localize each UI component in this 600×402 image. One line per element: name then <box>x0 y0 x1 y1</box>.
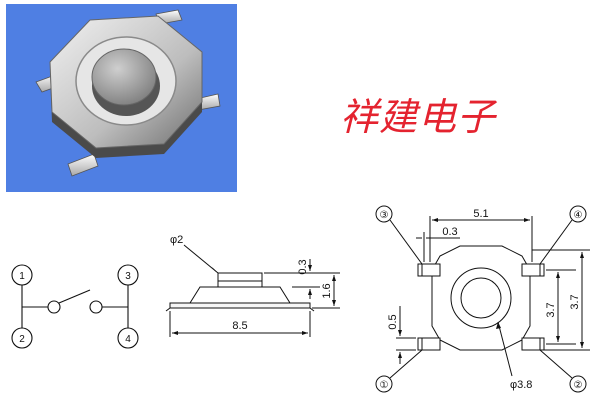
top-body-outline <box>431 245 531 351</box>
pin-marker <box>569 375 587 393</box>
top-view-drawing: 5.1 0.3 0.5 3.7 3.7 φ3.8 ③ ④ ① ② <box>375 205 590 393</box>
pin-pitch-label: 5.1 <box>473 208 488 220</box>
side-view-drawing: φ2 8.5 0.3 1.6 <box>165 234 340 337</box>
button-inner-circle <box>460 277 502 319</box>
width-label: 8.5 <box>232 320 247 332</box>
pin-marker <box>375 375 393 393</box>
product-photo <box>6 4 237 192</box>
switch-button <box>91 48 157 106</box>
cap-height-label: 0.3 <box>297 259 309 274</box>
body-height-label-2: 3.7 <box>569 294 581 309</box>
cap-diameter-label: φ2 <box>170 234 183 246</box>
lead-pad <box>417 263 441 277</box>
pin-marker <box>569 205 587 223</box>
lead-pad <box>521 263 545 277</box>
pin-label-4: ④ <box>574 210 583 221</box>
switch-lever <box>58 289 91 304</box>
lead-pad <box>417 337 441 351</box>
pin-marker <box>375 205 393 223</box>
contact-circle <box>47 300 61 314</box>
lead-pad <box>521 337 545 351</box>
pin-label-3: 3 <box>125 271 131 282</box>
pin-label-2: 2 <box>19 334 25 345</box>
pin-label-1: ① <box>380 380 389 391</box>
tact-switch-render <box>35 9 221 177</box>
lead-width-label: 0.3 <box>442 226 457 238</box>
button-outer-circle <box>450 267 512 329</box>
pin-label-4: 4 <box>125 334 131 345</box>
pin-label-1: 1 <box>19 271 25 282</box>
pin-label-2: ② <box>574 380 583 391</box>
total-height-label: 1.6 <box>321 283 333 298</box>
pin-label-3: ③ <box>380 210 389 221</box>
switch-schematic: 1 2 3 4 <box>11 264 139 349</box>
body-height-label-1: 3.7 <box>545 302 557 317</box>
center-diameter-label: φ3.8 <box>510 379 532 391</box>
contact-circle <box>89 300 103 314</box>
lead-thickness-label: 0.5 <box>387 314 399 329</box>
brand-title: 祥建电子 <box>340 97 497 139</box>
